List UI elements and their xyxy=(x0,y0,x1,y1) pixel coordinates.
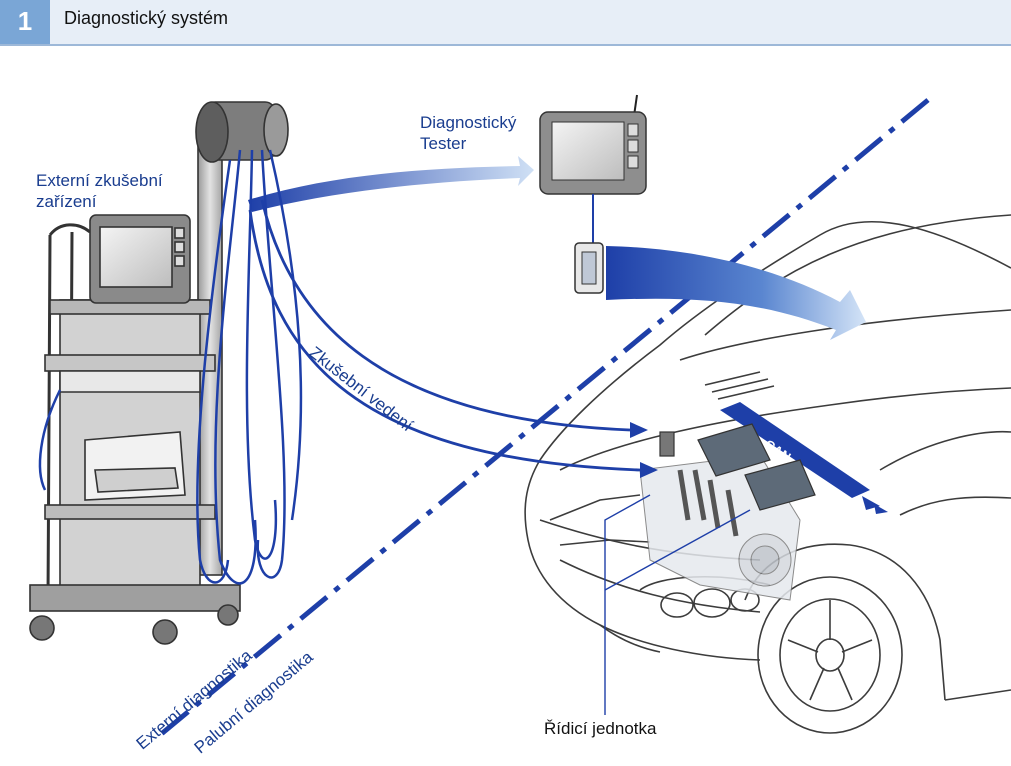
control-unit-leader-lines xyxy=(604,494,751,715)
control-unit-label: Řídicí jednotka xyxy=(544,719,657,738)
tester-label-line1: Diagnostický xyxy=(420,113,517,132)
can-bus-bar xyxy=(720,402,888,514)
diagnostic-diagram xyxy=(29,94,1011,737)
figure-number: 1 xyxy=(0,0,50,44)
car-outline xyxy=(524,214,1011,734)
test-cables-to-car xyxy=(248,199,641,472)
control-units xyxy=(659,423,816,537)
diagnostic-tester-device xyxy=(539,94,647,294)
external-equipment-label: Externí zkušební zařízení xyxy=(36,170,163,212)
external-equipment-label-line2: zařízení xyxy=(36,192,97,211)
tester-label-line2: Tester xyxy=(420,134,467,153)
diagnostics-boundary-line xyxy=(158,98,930,737)
figure-header: 1 Diagnostický systém xyxy=(0,0,1011,46)
arrow-equipment-to-tester xyxy=(248,156,534,212)
tester-label: Diagnostický Tester xyxy=(420,112,516,154)
figure-title: Diagnostický systém xyxy=(64,8,229,28)
arrow-tester-to-car xyxy=(606,246,866,340)
diagram-stage: Externí zkušební zařízení Diagnostický T… xyxy=(0,46,1011,761)
external-test-equipment-cart xyxy=(29,101,289,645)
hanging-test-cables xyxy=(38,149,303,585)
external-equipment-label-line1: Externí zkušební xyxy=(36,171,163,190)
